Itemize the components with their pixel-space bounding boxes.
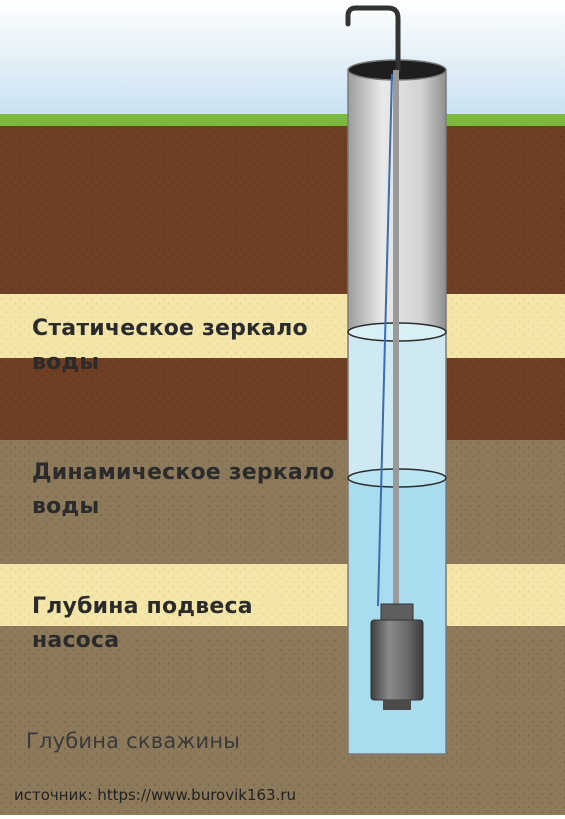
grass-layer <box>0 114 565 126</box>
pump-base <box>383 700 411 710</box>
source-caption: источник: https://www.burovik163.ru <box>14 786 297 804</box>
pump-head <box>380 603 414 623</box>
label-well-depth: Глубина скважины <box>26 729 241 753</box>
riser-pipe <box>393 70 399 608</box>
label-dynamic-water-level: Динамическое зеркало воды <box>32 460 335 519</box>
label-pump-depth: Глубина подвеса насоса <box>32 594 253 653</box>
outlet-pipe <box>345 5 401 73</box>
pump-cable <box>377 73 393 607</box>
pump-body <box>370 619 424 701</box>
label-static-water-level: Статическое зеркало воды <box>32 316 308 375</box>
sky <box>0 0 565 116</box>
